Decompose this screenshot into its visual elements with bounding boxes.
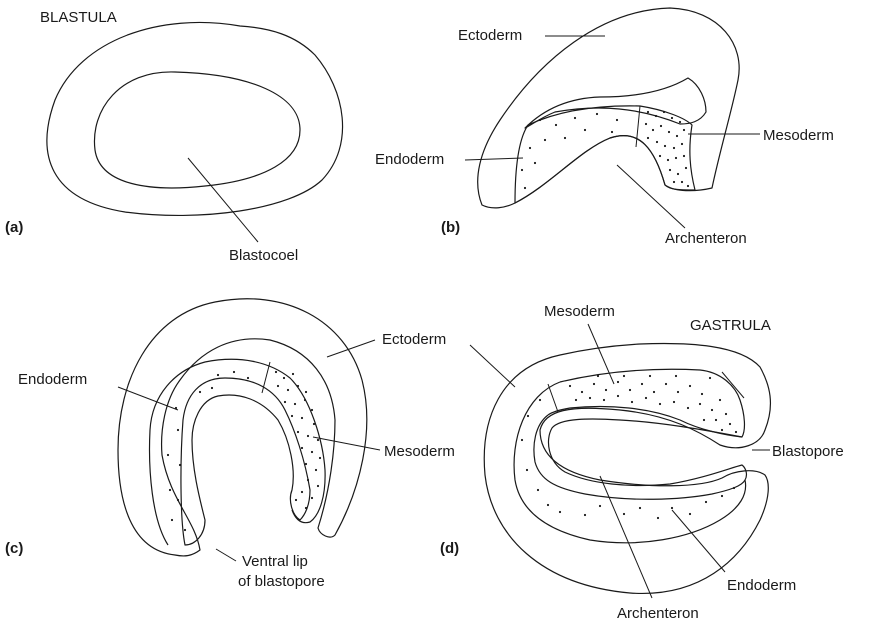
- embryo-d-archenteron: [534, 415, 747, 499]
- archenteron-b-label: Archenteron: [665, 230, 747, 247]
- blastocoel-leader: [188, 158, 258, 242]
- panel-a-tag: (a): [5, 219, 23, 236]
- endoderm-d-leader: [672, 510, 725, 572]
- endoderm-d-label: Endoderm: [727, 577, 796, 594]
- endoderm-b-label: Endoderm: [375, 151, 444, 168]
- archenteron-d-label: Archenteron: [617, 605, 699, 622]
- mesoderm-dots-d: [569, 375, 737, 433]
- panel-d: Mesoderm GASTRULA Blastopore Endoderm Ar…: [440, 303, 844, 622]
- embryo-b-ectoderm-inner: [525, 78, 706, 128]
- blastocoel-cavity: [94, 72, 300, 188]
- mesoderm-d-label: Mesoderm: [544, 303, 615, 320]
- gastrula-title: GASTRULA: [690, 317, 771, 334]
- embryo-d-mesoderm-band: [548, 369, 744, 437]
- embryo-b-archenteron: [515, 106, 695, 203]
- endoderm-c-leader: [118, 387, 178, 410]
- ectoderm-c-label: Ectoderm: [382, 331, 446, 348]
- panel-b: Ectoderm Mesoderm Endoderm Archenteron (…: [375, 8, 834, 247]
- panel-d-tag: (d): [440, 540, 459, 557]
- endoderm-c-label: Endoderm: [18, 371, 87, 388]
- panel-b-tag: (b): [441, 219, 460, 236]
- archenteron-b-leader: [617, 165, 685, 228]
- blastopore-lip-d: [722, 372, 744, 398]
- mesoderm-b-label: Mesoderm: [763, 127, 834, 144]
- endoderm-b-leader: [465, 158, 523, 160]
- panel-c: Ectoderm Endoderm Mesoderm Ventral lip o…: [5, 299, 455, 590]
- mesoderm-c-leader: [313, 437, 380, 450]
- ectoderm-b-label: Ectoderm: [458, 27, 522, 44]
- blastula-title: BLASTULA: [40, 9, 117, 26]
- panel-c-tag: (c): [5, 540, 23, 557]
- ventral-lip-label-line2: of blastopore: [238, 573, 325, 590]
- ventral-lip-label-line1: Ventral lip: [242, 553, 308, 570]
- embryo-c-archenteron: [181, 378, 310, 545]
- ectoderm-d-leader: [470, 345, 515, 387]
- embryo-d-endoderm-outer: [514, 382, 746, 543]
- mesoderm-dots-b: [645, 111, 689, 187]
- archenteron-d-leader: [600, 476, 652, 598]
- endoderm-dots-b: [521, 113, 618, 189]
- embryo-c-outer: [118, 299, 367, 556]
- panel-a: BLASTULA Blastocoel (a): [5, 9, 343, 264]
- blastopore-label: Blastopore: [772, 443, 844, 460]
- ventral-lip-leader: [216, 549, 236, 561]
- mesoderm-c-label: Mesoderm: [384, 443, 455, 460]
- mesoderm-boundary-d: [548, 384, 558, 412]
- blastocoel-label: Blastocoel: [229, 247, 298, 264]
